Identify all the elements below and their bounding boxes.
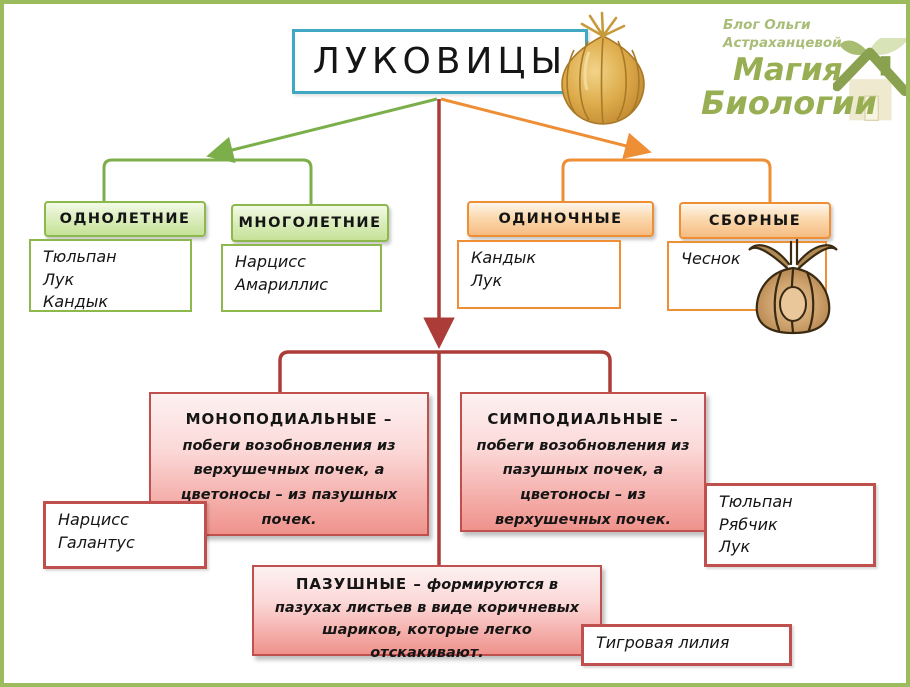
header-single: ОДИНОЧНЫЕ xyxy=(467,201,654,237)
monopodial-title: МОНОПОДИАЛЬНЫЕ – xyxy=(185,410,393,428)
logo-byline-line1: Блог Ольги xyxy=(723,17,811,33)
sympodial-body: побеги возобновления из пазушных почек, … xyxy=(476,437,690,528)
header-perennial-label: МНОГОЛЕТНИЕ xyxy=(238,215,382,231)
green-bracket xyxy=(102,158,313,204)
examples-single: Кандык Лук xyxy=(457,240,621,309)
monopodial-body: побеги возобновления из верхушечных поче… xyxy=(180,437,398,528)
box-axillary: ПАЗУШНЫЕ – формируются в пазухах листьев… xyxy=(252,565,602,661)
logo-house-icon xyxy=(833,38,906,121)
green-arrow xyxy=(206,97,438,164)
examples-axillary: Тигровая лилия xyxy=(581,624,792,666)
logo-brand-line1: Магия xyxy=(733,52,843,89)
box-sympodial: СИМПОДИАЛЬНЫЕ – побеги возобновления из … xyxy=(460,392,706,532)
header-single-label: ОДИНОЧНЫЕ xyxy=(498,211,623,227)
page-title: ЛУКОВИЦЫ xyxy=(312,41,568,82)
logo: Блог Ольги Астраханцевой Магия Биологии xyxy=(697,16,906,144)
connector-lines xyxy=(102,97,772,565)
title-box: ЛУКОВИЦЫ xyxy=(292,29,588,94)
sympodial-title: СИМПОДИАЛЬНЫЕ – xyxy=(487,410,679,428)
header-annual: ОДНОЛЕТНИЕ xyxy=(44,201,206,237)
examples-monopodial: Нарцисс Галантус xyxy=(43,501,207,569)
axillary-body: формируются в пазухах листьев в виде кор… xyxy=(274,577,580,662)
header-compound: СБОРНЫЕ xyxy=(679,202,831,239)
header-annual-label: ОДНОЛЕТНИЕ xyxy=(59,211,191,227)
header-compound-label: СБОРНЫЕ xyxy=(708,212,802,229)
onion-icon xyxy=(561,11,645,125)
header-perennial: МНОГОЛЕТНИЕ xyxy=(231,204,389,242)
orange-arrow xyxy=(440,97,652,159)
axillary-title: ПАЗУШНЫЕ – xyxy=(295,575,422,593)
examples-annual: Тюльпан Лук Кандык xyxy=(29,239,192,312)
logo-brand-line2: Биологии xyxy=(701,84,877,123)
orange-bracket xyxy=(561,158,772,202)
examples-perennial: Нарцисс Амариллис xyxy=(221,244,382,312)
garlic-icon xyxy=(748,238,838,335)
red-bracket xyxy=(278,350,612,392)
logo-byline-line2: Астраханцевой xyxy=(723,35,842,52)
examples-sympodial: Тюльпан Рябчик Лук xyxy=(704,483,876,567)
